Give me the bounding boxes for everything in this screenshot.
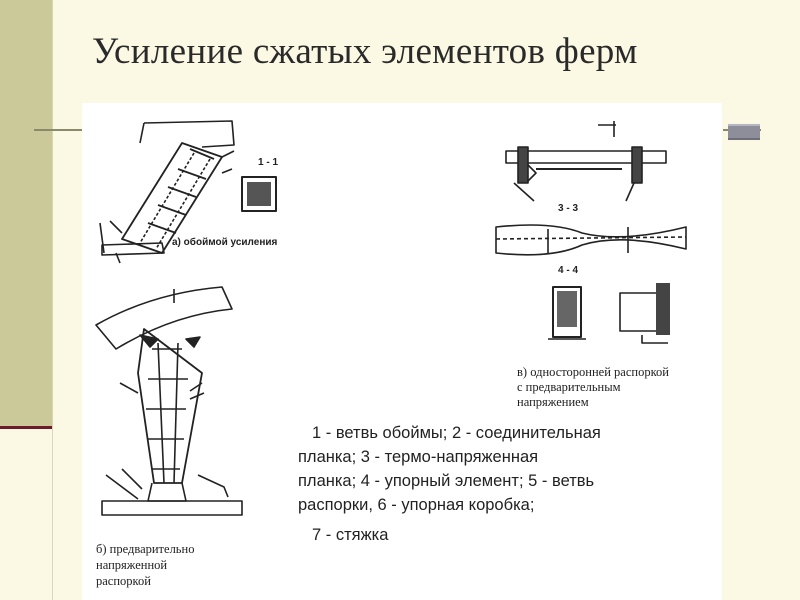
left-vertical-rule <box>52 0 53 600</box>
figure-c-caption-line: напряжением <box>517 395 589 409</box>
figure-c-caption-line: с предварительным <box>517 380 621 394</box>
figure-c-section-label-4: 4 - 4 <box>558 265 579 276</box>
title-rule-left <box>34 129 82 131</box>
figure-a-diagonal-with-jacket <box>99 120 277 264</box>
legend-line: планка; 4 - упорный элемент; 5 - ветвь <box>298 472 595 490</box>
legend-line: 7 - стяжка <box>312 526 389 544</box>
figure-a-caption: а) обоймой усиления <box>172 237 278 248</box>
left-band-accent-line <box>0 426 52 429</box>
figure-c-caption: в) односторонней распоркой с предварител… <box>517 365 669 410</box>
legend-line: распорки, 6 - упорная коробка; <box>298 496 535 514</box>
figure-b-diagonal-with-strut <box>95 286 243 516</box>
title-rule-ornament <box>728 124 760 140</box>
figure-a-section-label: 1 - 1 <box>258 157 279 168</box>
figure-c-section-label-3: 3 - 3 <box>558 203 579 214</box>
figure-b-caption-line: распоркой <box>96 574 151 588</box>
figure-b-caption-line: б) предварительно <box>96 542 195 556</box>
legend-text: 1 - ветвь обоймы; 2 - соединительная пла… <box>298 421 708 547</box>
truss-reinforcement-drawings <box>95 120 687 516</box>
figure-c-caption-line: в) односторонней распоркой <box>517 365 669 379</box>
figure-c-one-sided-strut <box>495 121 687 344</box>
figure-b-caption: б) предварительно напряженной распоркой <box>96 541 194 589</box>
figure-b-caption-line: напряженной <box>96 558 168 572</box>
figure-panel: а) обоймой усиления 1 - 1 3 - 3 4 - 4 б)… <box>82 103 722 600</box>
left-decorative-band <box>0 0 52 428</box>
slide-title: Усиление сжатых элементов ферм <box>92 31 638 72</box>
legend-line: 1 - ветвь обоймы; 2 - соединительная <box>312 424 601 442</box>
legend-line: планка; 3 - термо-напряженная <box>298 448 539 466</box>
